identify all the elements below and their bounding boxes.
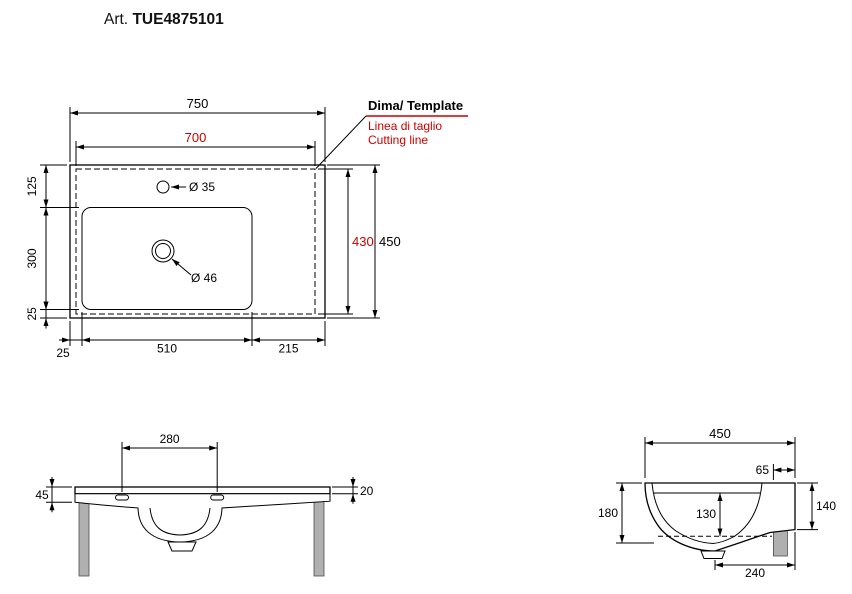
top-view: Ø 35 Ø 46 750 700 125 300 25 430 [25, 96, 401, 360]
template-label: Dima/ Template [368, 98, 463, 113]
dim-215-text: 215 [278, 342, 298, 356]
drain-front [167, 541, 197, 552]
cutting-line-label-it: Linea di taglio [368, 119, 442, 133]
dim-20-extensions [332, 486, 358, 495]
dim-20-text: 20 [360, 484, 374, 498]
bowl-inner-front [149, 507, 211, 536]
dim-750-extensions [69, 107, 326, 162]
cutting-line-label-block: Dima/ Template Linea di taglio Cutting l… [315, 98, 468, 169]
basin-body-front [74, 493, 331, 543]
bottom-dim-extensions [69, 312, 326, 346]
fixing-slot-right [210, 494, 225, 501]
dim-300-text: 300 [25, 248, 39, 268]
tap-hole [156, 180, 170, 194]
front-view: 280 45 20 [35, 432, 374, 577]
dim-450s-text: 450 [709, 426, 731, 441]
article-prefix: Art. [104, 11, 129, 28]
dim-140-extensions [797, 482, 818, 531]
basin-rim-front [74, 486, 331, 495]
article-code: TUE4875101 [132, 11, 224, 28]
bowl-inner-side-front [651, 482, 714, 544]
drain-hole-label: Ø 46 [191, 271, 217, 285]
cutting-line-label-en: Cutting line [368, 133, 428, 147]
dim-510-text: 510 [157, 342, 177, 356]
side-view: 450 65 140 180 130 240 [598, 426, 836, 580]
tap-hole-label: Ø 35 [189, 180, 215, 194]
right-bracket [313, 493, 325, 577]
dim-65-text: 65 [756, 463, 770, 477]
dim-280-extensions [121, 442, 218, 492]
dim-450-text: 450 [379, 234, 401, 249]
dim-180-text: 180 [598, 506, 618, 520]
dim-430-text: 430 [352, 234, 374, 249]
dim-130-text: 130 [696, 507, 716, 521]
cutting-line-outline [75, 168, 316, 315]
label-leader-line [315, 115, 367, 169]
dim-45-text: 45 [35, 488, 49, 502]
dim-25v-text: 25 [25, 307, 39, 321]
drain-hole-leader [171, 258, 192, 276]
left-dim-extensions [40, 164, 79, 319]
dim-45-extensions [46, 486, 72, 503]
dim-140-text: 140 [816, 499, 836, 513]
drain-side [700, 550, 726, 559]
left-bracket [78, 493, 90, 577]
dim-240-text: 240 [745, 566, 765, 580]
dim-750-text: 750 [187, 96, 209, 111]
dim-125-text: 125 [25, 176, 39, 196]
fixing-slot-left [115, 494, 129, 501]
dim-700-text: 700 [185, 130, 207, 145]
drain-hole-inner [155, 243, 171, 259]
dim-450-extensions [327, 164, 380, 319]
dim-25h-text: 25 [56, 346, 70, 360]
dim-280-text: 280 [160, 432, 180, 446]
article-title: Art. TUE4875101 [104, 11, 224, 29]
